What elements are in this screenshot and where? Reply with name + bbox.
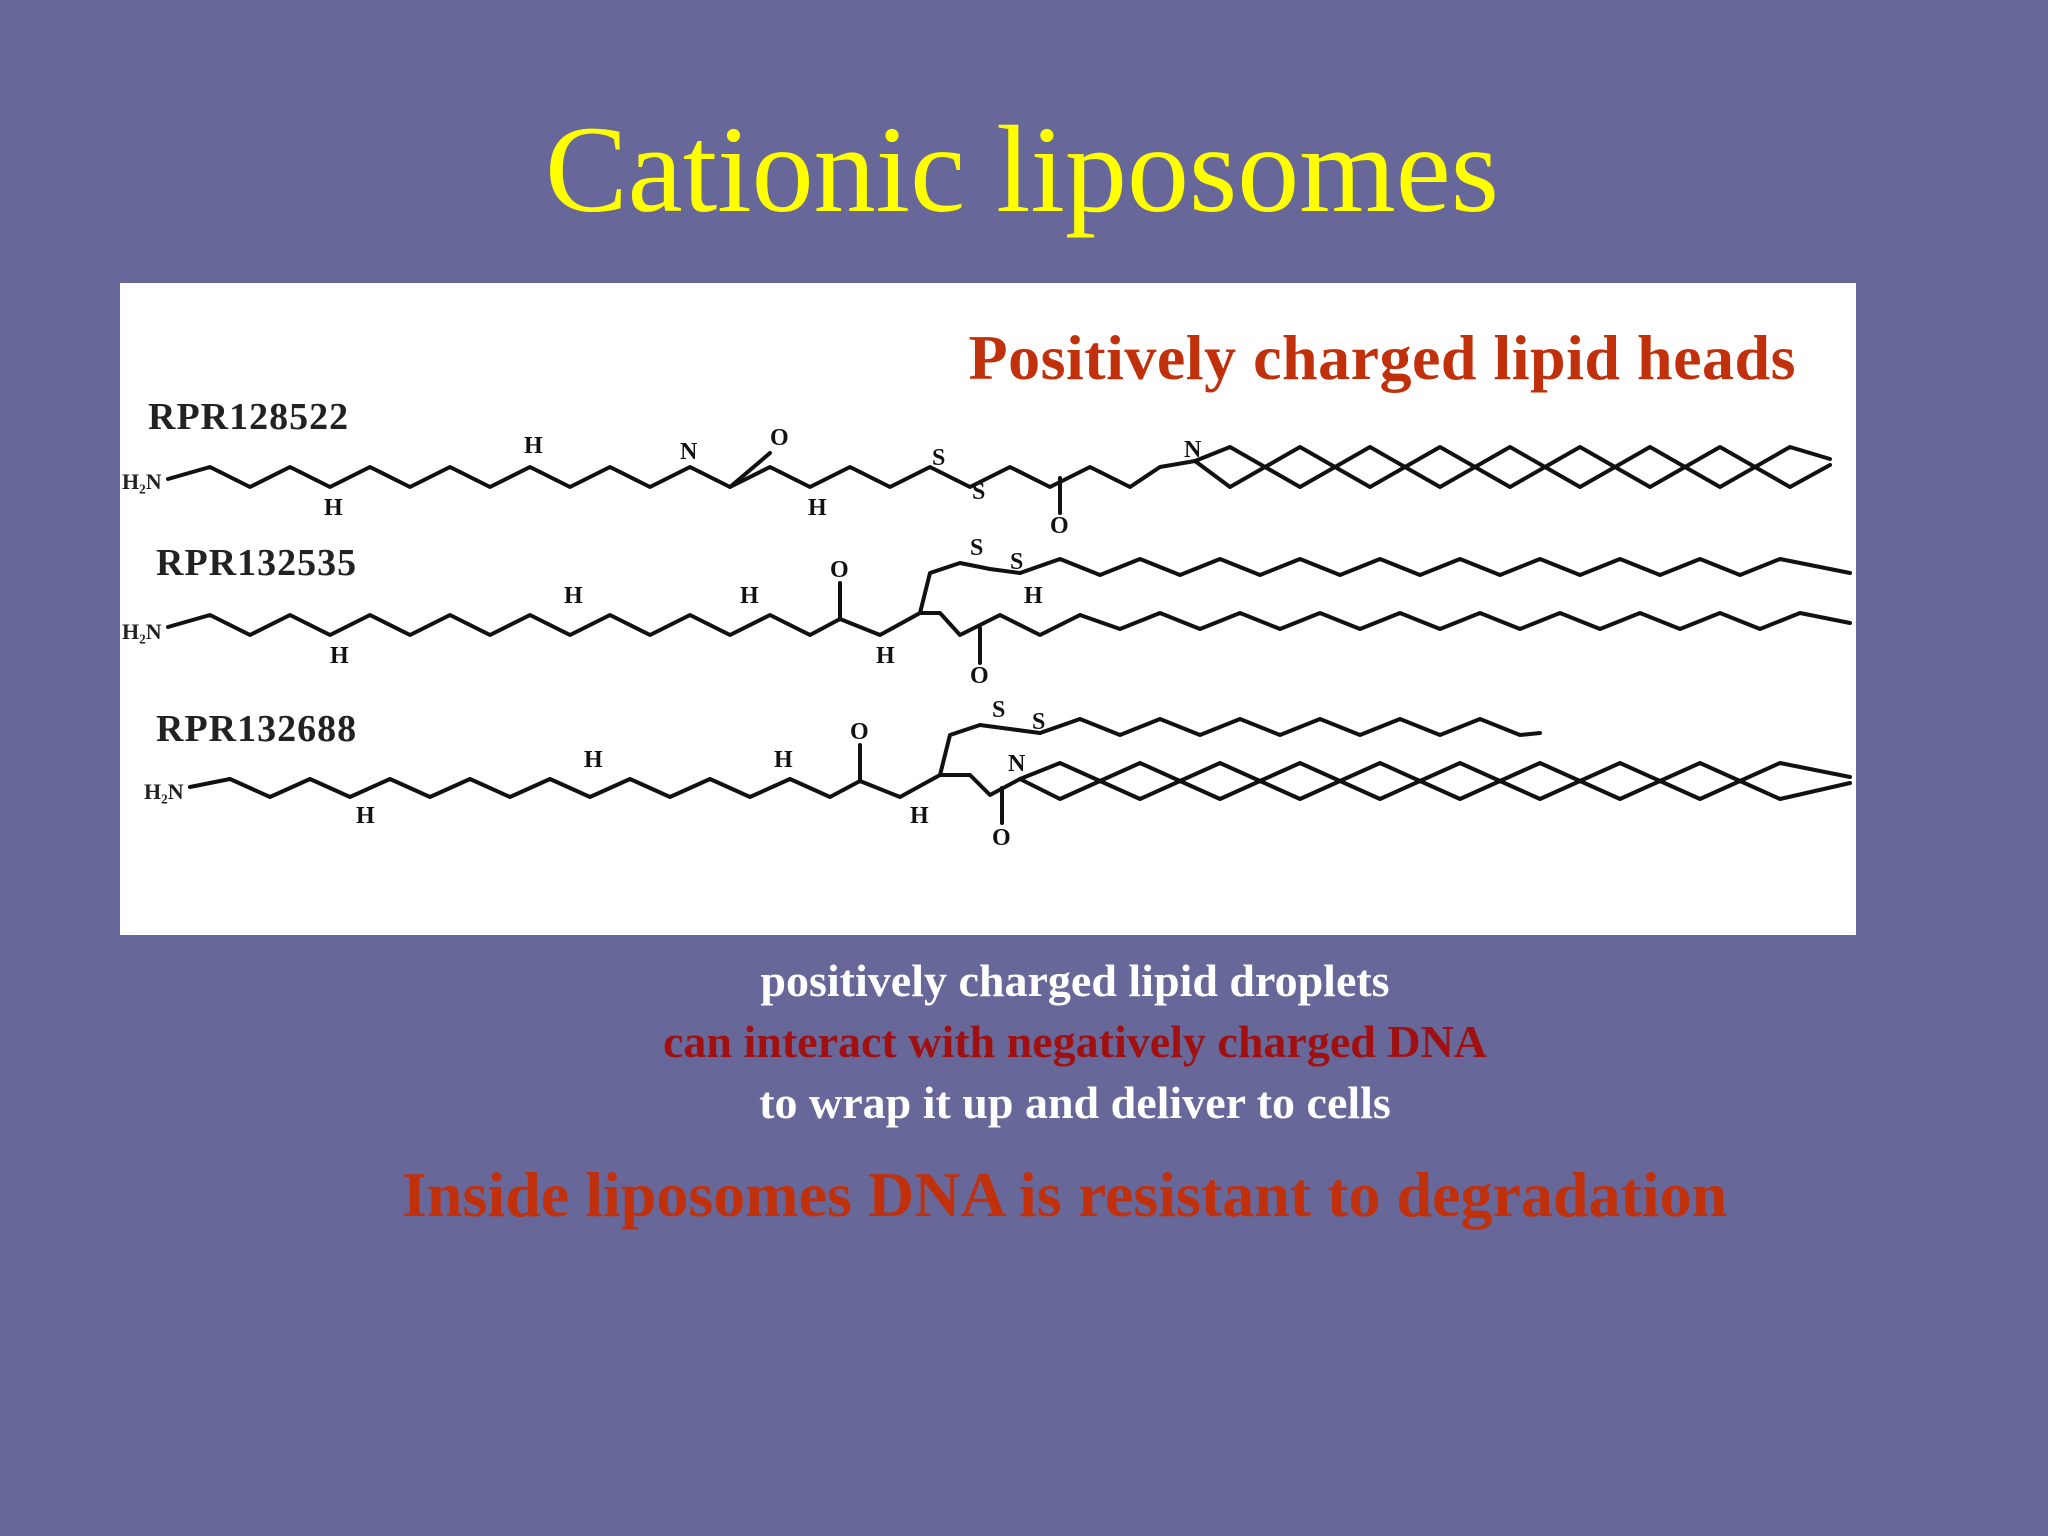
- atom-n-1e: N: [1184, 437, 1202, 463]
- atom-o-2b: O: [970, 663, 989, 689]
- atom-o-3: O: [850, 719, 869, 745]
- atom-nh-3d: H: [910, 803, 929, 829]
- figure-heading: Positively charged lipid heads: [968, 322, 1796, 393]
- atom-o-1: O: [770, 425, 789, 451]
- atom-o-3b: O: [992, 825, 1011, 851]
- lipid-structures-figure: Positively charged lipid heads RPR128522…: [120, 283, 1856, 935]
- molecular-structures-drawing: H H N O H S S O N H H H O H S S O H H: [166, 425, 1852, 851]
- compound-label-2: RPR132535: [156, 542, 358, 584]
- compound-label-1: RPR128522: [148, 396, 350, 438]
- atom-n-3e: N: [1008, 751, 1026, 777]
- atom-nh-2d: H: [876, 643, 895, 669]
- molecule-3-head-chain: [188, 773, 1022, 799]
- compound-label-3: RPR132688: [156, 708, 358, 750]
- molecule-1-tail-upper: [1193, 445, 1832, 469]
- atom-nh-3c: H: [774, 747, 793, 773]
- molecule-3-side-chain: [938, 723, 1042, 777]
- atom-s-3a: S: [992, 697, 1005, 723]
- amine-label-1: H₂N: [122, 469, 162, 494]
- molecule-1-head-chain: [166, 459, 1197, 489]
- atom-n-1c: N: [680, 439, 698, 465]
- atom-s-1a: S: [932, 445, 945, 471]
- atom-nh-1b: H: [524, 433, 543, 459]
- molecule-3-tail-lower: [1018, 777, 1852, 801]
- atom-s-2a: S: [970, 535, 983, 561]
- molecule-3-tail-middle: [1018, 761, 1852, 783]
- caption-line-2: can interact with negatively charged DNA: [662, 1016, 1488, 1067]
- atom-nh-2e: H: [1024, 583, 1043, 609]
- molecule-1-tail-lower: [1193, 459, 1832, 489]
- atom-nh-2b: H: [564, 583, 583, 609]
- molecule-1-carbonyl: [728, 451, 772, 489]
- conclusion-text: Inside liposomes DNA is resistant to deg…: [402, 1159, 1728, 1230]
- molecule-2-tail-lower: [1078, 611, 1852, 631]
- atom-nh-1a: H: [324, 495, 343, 521]
- amine-label-2: H₂N: [122, 619, 162, 644]
- atom-nh-1d: H: [808, 495, 827, 521]
- atom-nh-3b: H: [584, 747, 603, 773]
- molecule-3-tail-upper: [1038, 717, 1542, 737]
- atom-s-2b: S: [1010, 549, 1023, 575]
- caption-line-1: positively charged lipid droplets: [760, 955, 1390, 1006]
- atom-nh-2a: H: [330, 643, 349, 669]
- amine-label-3: H₂N: [144, 779, 184, 804]
- slide-title: Cationic liposomes: [544, 101, 1500, 238]
- atom-s-3b: S: [1032, 709, 1045, 735]
- atom-o-1b: O: [1050, 513, 1069, 539]
- caption: positively charged lipid droplets can in…: [600, 950, 1550, 1133]
- atom-nh-2c: H: [740, 583, 759, 609]
- molecule-2-tail-upper: [1018, 557, 1852, 577]
- caption-line-3: to wrap it up and deliver to cells: [759, 1077, 1391, 1128]
- atom-o-2: O: [830, 557, 849, 583]
- molecule-2-head-chain: [166, 611, 1082, 637]
- atom-s-1b: S: [972, 479, 985, 505]
- atom-nh-3a: H: [356, 803, 375, 829]
- molecule-2-side-chain: [918, 561, 1022, 615]
